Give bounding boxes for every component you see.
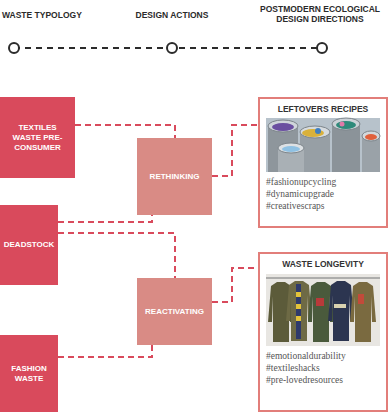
jacket-patch <box>334 304 346 308</box>
scarf-stripe <box>296 316 301 321</box>
photo-ground <box>266 118 380 172</box>
dashed-connector <box>212 125 258 176</box>
waste-type-box: TEXTILES WASTE PRE-CONSUMER <box>0 97 75 178</box>
column-heading: DESIGN ACTIONS <box>122 10 222 20</box>
can-top <box>300 126 330 138</box>
dashed-connector <box>212 268 258 302</box>
fabric-scraps <box>315 128 321 134</box>
dashed-connector <box>58 215 152 222</box>
box-label: REACTIVATING <box>145 307 204 317</box>
panel-heading: LEFTOVERS RECIPES <box>264 104 382 114</box>
box-label: FASHION WASTE <box>4 364 54 384</box>
striped-scarf <box>296 284 301 339</box>
hashtag: #pre-lovedresources <box>264 374 382 386</box>
box-label: RETHINKING <box>150 172 200 182</box>
scarf-stripe <box>296 292 301 297</box>
can-top <box>278 143 304 153</box>
tin-cans-photo <box>266 118 380 172</box>
photo-ground <box>266 274 380 346</box>
fabric-scraps <box>302 129 324 137</box>
dashed-connector <box>58 345 152 357</box>
waste-type-box: DEADSTOCK <box>0 205 58 285</box>
column-heading: POSTMODERN ECOLOGICAL DESIGN DIRECTIONS <box>254 4 386 24</box>
box-label: DEADSTOCK <box>4 240 55 250</box>
jacket-patch <box>316 298 324 306</box>
fabric-scraps <box>340 122 345 127</box>
design-direction-panel: WASTE LONGEVITY #emotionaldurability#text… <box>258 252 388 412</box>
dashed-connector <box>75 125 175 138</box>
box-label: TEXTILES WASTE PRE-CONSUMER <box>4 123 71 153</box>
can-top <box>268 120 298 132</box>
scarf-stripe <box>296 304 301 309</box>
dashed-connector <box>58 233 175 278</box>
jackets-photo <box>266 274 380 346</box>
design-action-box: REACTIVATING <box>137 278 212 345</box>
hashtag: #fashionupcycling <box>264 176 382 188</box>
fabric-scraps <box>365 134 377 140</box>
jacket <box>350 282 376 342</box>
can-body <box>332 124 360 172</box>
waste-type-box: FASHION WASTE <box>0 335 58 412</box>
column-heading: WASTE TYPOLOGY <box>2 10 102 20</box>
fabric-scraps <box>336 121 356 129</box>
design-direction-panel: LEFTOVERS RECIPES #fashionupcycling#dynam… <box>258 97 388 228</box>
hanging-rail <box>266 277 380 279</box>
header-timeline <box>9 43 327 53</box>
hashtag: #emotionaldurability <box>264 350 382 362</box>
hashtag: #dynamicupgrade <box>264 188 382 200</box>
timeline-dot <box>167 43 177 53</box>
jacket <box>328 281 354 341</box>
timeline-dot <box>317 43 327 53</box>
fabric-scraps <box>272 123 294 131</box>
fabric-scraps <box>282 146 300 152</box>
panel-heading: WASTE LONGEVITY <box>264 259 382 269</box>
hashtag: #textileshacks <box>264 362 382 374</box>
jacket <box>286 281 312 341</box>
design-action-box: RETHINKING <box>137 138 212 215</box>
jacket-patch <box>358 294 364 304</box>
hashtag: #creativescraps <box>264 200 382 212</box>
timeline-dot <box>9 43 19 53</box>
can-top <box>332 118 360 130</box>
can-top <box>362 131 380 141</box>
